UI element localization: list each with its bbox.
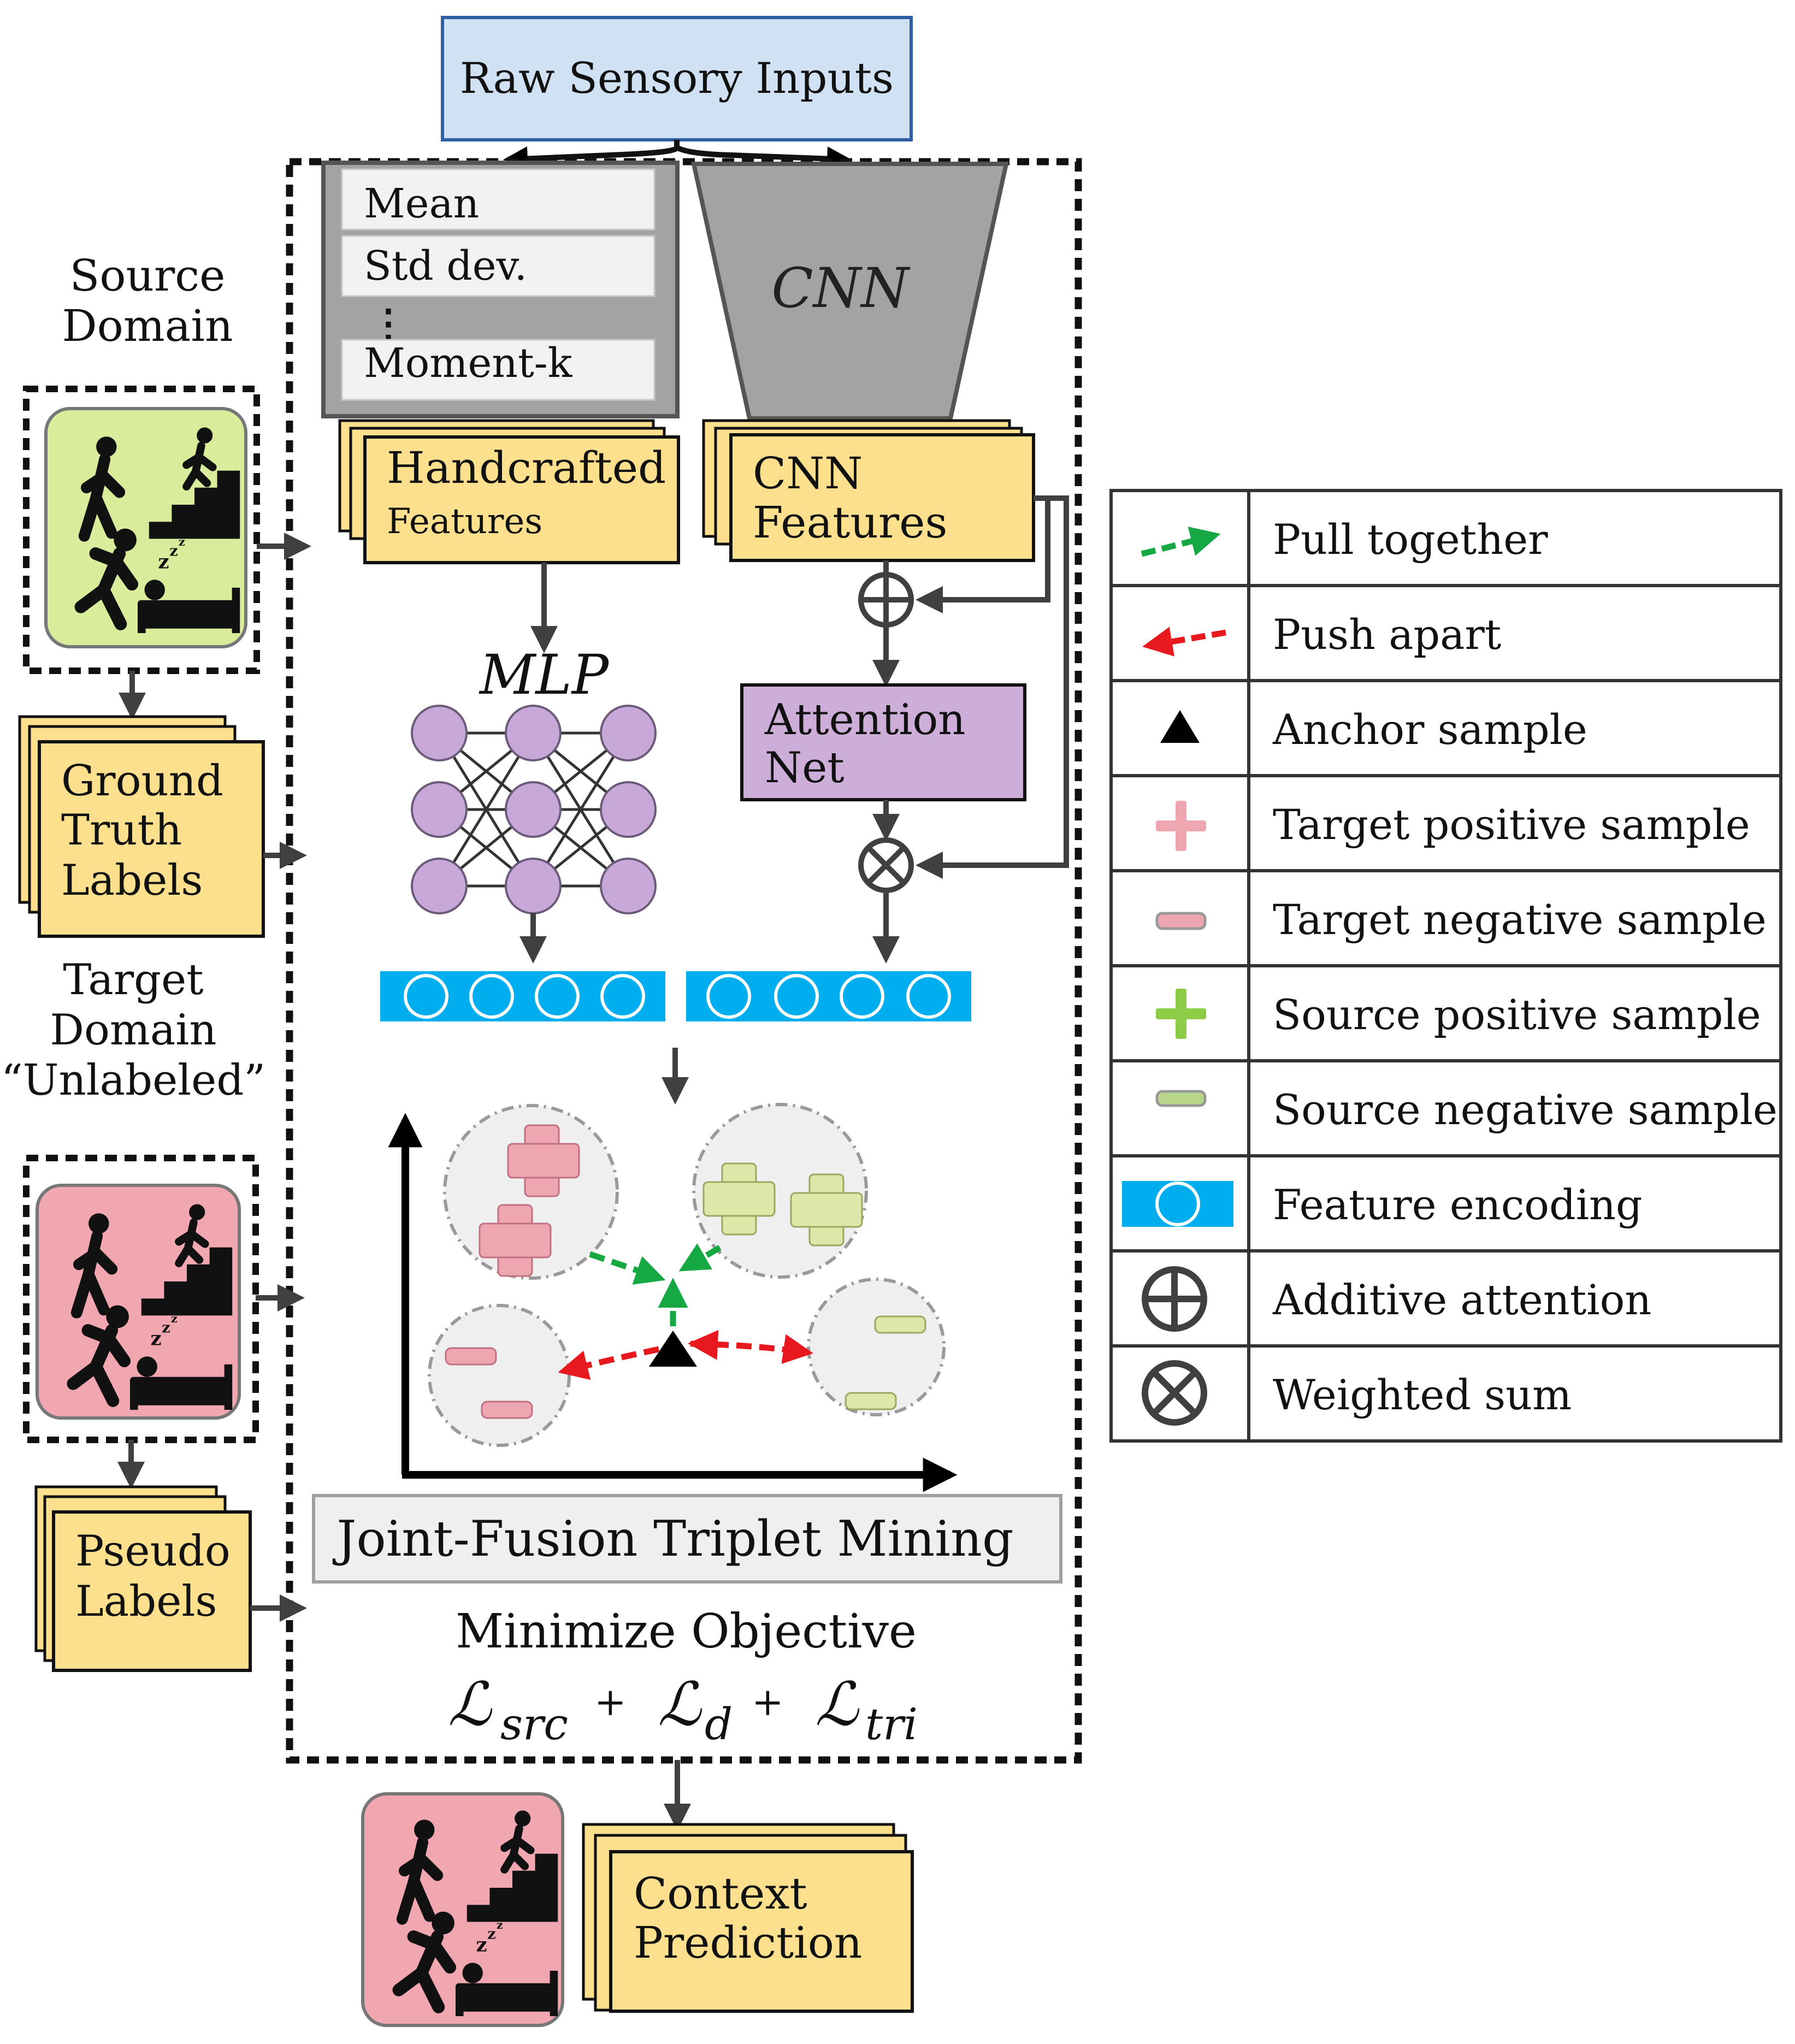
source-activity-icon (44, 407, 247, 648)
legend: Pull together Push apart Anchor sample T… (1109, 489, 1782, 1443)
legend-label-target-positive: Target positive sample (1273, 800, 1750, 849)
target-negative-minus-icon (445, 1347, 497, 1366)
source-negative-minus-icon (845, 1392, 897, 1410)
objective-formula: ℒ src + ℒ d + ℒ tri (448, 1669, 918, 1750)
triplet-mining-box: Joint-Fusion Triplet Mining (312, 1494, 1062, 1584)
attention-line2: Net (765, 743, 845, 793)
stat-std: Std dev. (364, 243, 527, 290)
cnn-features-line2: Features (753, 497, 947, 548)
legend-label-source-negative: Source negative sample (1273, 1085, 1778, 1134)
loss-tri-subscript: tri (865, 1699, 918, 1750)
mlp-label: MLP (479, 643, 610, 707)
feature-encoding-icon (1122, 1181, 1233, 1227)
legend-label-pull: Pull together (1273, 515, 1548, 564)
plus-2: + (752, 1680, 784, 1724)
target-domain-line2: Domain (50, 1006, 216, 1055)
target-domain-line1: Target (63, 955, 203, 1005)
additive-attention-icon (1142, 1266, 1207, 1332)
legend-label-weighted-sum: Weighted sum (1273, 1370, 1572, 1419)
loss-src-symbol: ℒ (448, 1669, 493, 1739)
mlp-feature-encoding (380, 971, 665, 1021)
source-domain-line1: Source (70, 250, 226, 301)
source-positive-plus-icon (702, 1162, 776, 1236)
handcrafted-features-stack: Handcrafted Features (338, 419, 680, 564)
loss-d-symbol: ℒ (658, 1669, 702, 1739)
handcrafted-line1: Handcrafted (387, 442, 666, 493)
stat-ellipsis: ⋮ (369, 300, 408, 346)
triplet-mining-label: Joint-Fusion Triplet Mining (332, 1510, 1013, 1568)
cnn-feature-encoding (686, 971, 971, 1021)
pull-together-arrow-icon (1141, 527, 1221, 557)
legend-label-anchor: Anchor sample (1272, 705, 1587, 754)
output-activity-icon (361, 1792, 564, 2027)
legend-label-source-positive: Source positive sample (1273, 990, 1761, 1039)
raw-sensory-inputs-box: Raw Sensory Inputs (441, 16, 913, 141)
target-negative-minus-icon (481, 1401, 533, 1419)
attention-net-box: Attention Net (740, 683, 1026, 801)
output-line1: Context (634, 1868, 807, 1919)
statistics-box: Mean Std dev. ⋮ Moment-k (321, 161, 680, 418)
source-negative-minus-icon (874, 1315, 926, 1334)
anchor-triangle-icon (649, 1331, 697, 1367)
arrow-to-cnn (675, 145, 852, 172)
target-positive-plus-icon (1156, 801, 1206, 851)
attention-line1: Attention (764, 695, 966, 745)
cnn-features-line1: CNN (753, 448, 863, 499)
stat-mean: Mean (364, 180, 479, 227)
additive-attention-node (858, 572, 914, 628)
target-domain-line3: “Unlabeled” (1, 1056, 265, 1105)
ground-truth-line1: Ground (61, 757, 223, 806)
weighted-sum-icon (1142, 1360, 1207, 1426)
pseudo-line2: Labels (75, 1577, 217, 1626)
cnn-features-stack: CNN Features (702, 419, 1035, 562)
arrow-to-stats (503, 140, 680, 171)
source-positive-plus-icon (790, 1173, 863, 1247)
legend-label-target-negative: Target negative sample (1273, 895, 1767, 944)
ground-truth-line3: Labels (61, 856, 203, 905)
pseudo-line1: Pseudo (75, 1527, 231, 1576)
stat-moment: Moment-k (364, 340, 573, 387)
context-prediction-stack: Context Prediction (582, 1823, 914, 2013)
mlp-network (411, 705, 657, 914)
skip-to-weighted (916, 495, 1069, 879)
loss-tri-symbol: ℒ (815, 1669, 860, 1739)
embedding-space (388, 1103, 958, 1492)
loss-src-subscript: src (500, 1699, 568, 1750)
target-positive-plus-icon (479, 1204, 552, 1277)
ground-truth-line2: Truth (61, 806, 182, 855)
target-negative-minus-icon (1155, 912, 1207, 930)
objective-title: Minimize Objective (456, 1604, 917, 1659)
legend-label-additive-attention: Additive attention (1272, 1275, 1651, 1324)
raw-sensory-inputs-label: Raw Sensory Inputs (460, 54, 894, 103)
target-positive-plus-icon (507, 1124, 580, 1197)
output-line2: Prediction (634, 1917, 862, 1968)
handcrafted-line2: Features (387, 501, 542, 542)
anchor-triangle-icon (1160, 710, 1200, 743)
source-domain-line2: Domain (62, 300, 233, 351)
weighted-sum-node (858, 837, 914, 893)
loss-d-subscript: d (705, 1699, 733, 1750)
cnn-block: CNN (691, 162, 1009, 421)
legend-label-push: Push apart (1273, 610, 1501, 659)
ground-truth-labels-stack: Ground Truth Labels (18, 715, 265, 938)
push-apart-arrow-icon (1142, 627, 1226, 657)
model-frame (286, 158, 1082, 1764)
target-activity-icon (36, 1184, 241, 1420)
pseudo-labels-stack: Pseudo Labels (34, 1485, 252, 1672)
cnn-label: CNN (771, 256, 911, 320)
source-negative-minus-icon (1155, 1090, 1207, 1107)
source-positive-plus-icon (1156, 989, 1206, 1039)
plus-1: + (594, 1680, 627, 1724)
legend-label-feature-encoding: Feature encoding (1273, 1180, 1643, 1229)
